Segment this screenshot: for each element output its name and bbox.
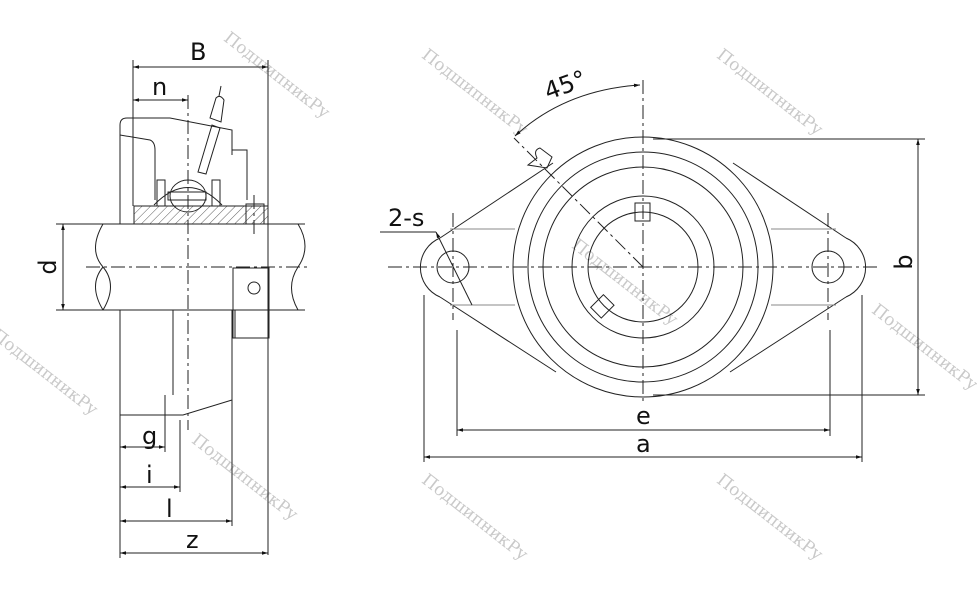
dim-label-d: d: [34, 259, 62, 274]
dim-label-b: b: [890, 254, 918, 269]
dim-label-e: e: [636, 402, 651, 430]
dim-label-i: i: [146, 461, 153, 489]
holes-label: 2-s: [388, 204, 424, 232]
front-view: 45° 2-s b e a: [380, 65, 925, 462]
angle-label: 45°: [540, 65, 590, 106]
dim-label-l: l: [166, 495, 173, 523]
dim-label-a: a: [636, 430, 651, 458]
dim-label-n: n: [152, 73, 167, 101]
dim-label-B: B: [190, 38, 206, 66]
side-view: B n d g i l z: [34, 38, 310, 558]
dim-label-z: z: [186, 526, 199, 554]
dim-label-g: g: [142, 422, 157, 450]
